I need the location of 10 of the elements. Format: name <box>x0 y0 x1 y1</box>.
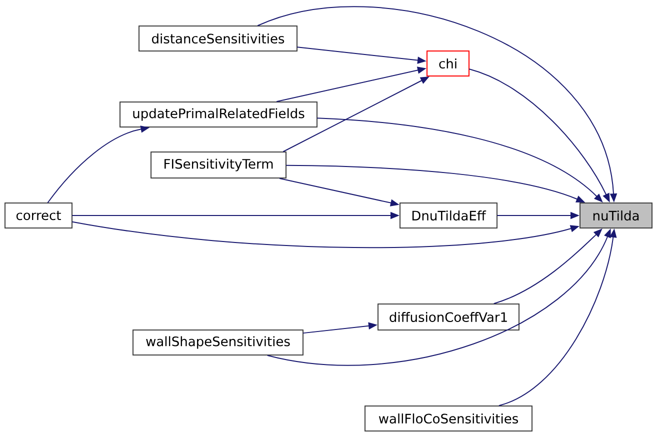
function-box: updatePrimalRelatedFields <box>120 102 318 128</box>
function-box: chi <box>426 50 470 76</box>
function-box: nuTilda <box>580 202 652 228</box>
function-box: distanceSensitivities <box>138 26 298 52</box>
function-box: wallFloCoSensitivities <box>364 406 532 432</box>
function-box: correct <box>4 202 72 228</box>
function-box: DnuTildaEff <box>400 202 498 228</box>
function-box: diffusionCoeffVar1 <box>378 304 520 330</box>
function-box: wallShapeSensitivities <box>132 330 304 356</box>
function-box: FISensitivityTerm <box>150 152 286 178</box>
